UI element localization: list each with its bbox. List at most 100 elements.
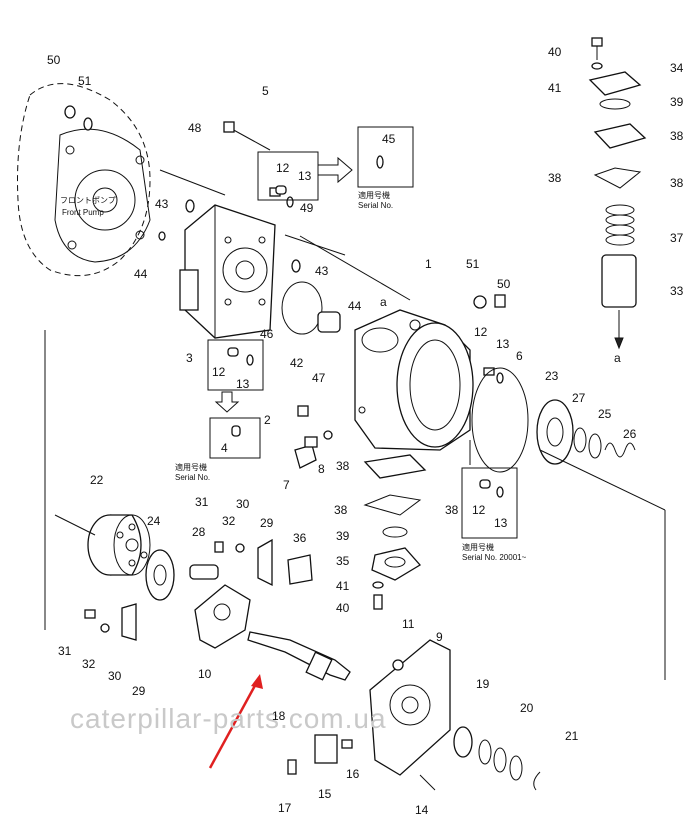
part-labels: 50 51 5 48 12 13 45 43 49 43 44 1 51 50 … xyxy=(47,45,684,817)
label-12b: 12 xyxy=(474,325,488,339)
label-38f: 38 xyxy=(670,176,684,190)
label-49: 49 xyxy=(300,201,314,215)
label-30: 30 xyxy=(236,497,250,511)
label-12d: 12 xyxy=(472,503,486,517)
label-6: 6 xyxy=(516,349,523,363)
label-2: 2 xyxy=(264,413,271,427)
right-column-parts xyxy=(588,37,647,350)
label-32: 32 xyxy=(222,514,236,528)
serial-box-45: 適用号機 Serial No. xyxy=(317,126,414,210)
label-1: 1 xyxy=(425,257,432,271)
label-18: 18 xyxy=(272,709,286,723)
label-24: 24 xyxy=(147,514,161,528)
front-pump-jp-label: フロントポンプ xyxy=(60,196,116,205)
label-38b: 38 xyxy=(334,503,348,517)
label-21: 21 xyxy=(565,729,579,743)
box-12-13-left xyxy=(207,339,264,391)
label-34: 34 xyxy=(670,61,684,75)
label-13: 13 xyxy=(298,169,312,183)
label-29b: 29 xyxy=(132,684,146,698)
label-14: 14 xyxy=(415,803,429,816)
cylinder-block-22 xyxy=(87,514,151,576)
label-15: 15 xyxy=(318,787,332,801)
watermark: caterpillar-parts.com.ua xyxy=(70,703,387,734)
label-32b: 32 xyxy=(82,657,96,671)
label-22: 22 xyxy=(90,473,104,487)
label-a2: a xyxy=(614,351,621,365)
label-16: 16 xyxy=(346,767,360,781)
shaft-18 xyxy=(247,631,351,681)
label-47: 47 xyxy=(312,371,326,385)
label-39: 39 xyxy=(336,529,350,543)
label-51b: 51 xyxy=(466,257,480,271)
label-50: 50 xyxy=(47,53,61,67)
label-35: 35 xyxy=(336,554,350,568)
label-50b: 50 xyxy=(497,277,511,291)
case-right-parts xyxy=(471,294,529,473)
serial-3: Serial No. 20001~ xyxy=(462,553,527,562)
label-12c: 12 xyxy=(212,365,226,379)
leader-lines xyxy=(44,235,666,680)
label-31: 31 xyxy=(195,495,209,509)
label-9: 9 xyxy=(436,630,443,644)
red-arrow xyxy=(208,674,263,769)
plugs-group xyxy=(294,405,333,469)
label-36: 36 xyxy=(293,531,307,545)
serial-jp-3: 適用号機 xyxy=(462,542,494,552)
label-46: 46 xyxy=(260,327,274,341)
label-27: 27 xyxy=(572,391,586,405)
serial-2: Serial No. xyxy=(175,473,210,482)
front-pump-outline: フロントポンプ Front Pump xyxy=(17,83,151,277)
main-case-1 xyxy=(354,309,474,451)
label-20: 20 xyxy=(520,701,534,715)
label-7: 7 xyxy=(283,478,290,492)
label-48: 48 xyxy=(188,121,202,135)
label-23: 23 xyxy=(545,369,559,383)
label-40: 40 xyxy=(336,601,350,615)
swash-plate-10 xyxy=(84,538,313,649)
label-13d: 13 xyxy=(494,516,508,530)
label-28: 28 xyxy=(192,525,206,539)
rear-plate-group xyxy=(536,399,636,465)
label-30b: 30 xyxy=(108,669,122,683)
label-12: 12 xyxy=(276,161,290,175)
bottom-small-parts xyxy=(287,734,436,791)
servo-group-center xyxy=(363,454,427,610)
label-17: 17 xyxy=(278,801,292,815)
label-26: 26 xyxy=(623,427,637,441)
label-38a: 38 xyxy=(336,459,350,473)
label-19: 19 xyxy=(476,677,490,691)
label-42: 42 xyxy=(290,356,304,370)
label-41b: 41 xyxy=(548,81,562,95)
serial-1: Serial No. xyxy=(358,201,393,210)
label-5: 5 xyxy=(262,84,269,98)
label-38c: 38 xyxy=(445,503,459,517)
label-38e: 38 xyxy=(548,171,562,185)
oring-bearing-group xyxy=(281,281,341,335)
label-43b: 43 xyxy=(315,264,329,278)
label-37: 37 xyxy=(670,231,684,245)
label-8: 8 xyxy=(318,462,325,476)
label-29: 29 xyxy=(260,516,274,530)
serial-jp-1: 適用号機 xyxy=(358,190,390,200)
label-45: 45 xyxy=(382,132,396,146)
serial-box-4: 適用号機 Serial No. xyxy=(175,391,261,482)
label-39b: 39 xyxy=(670,95,684,109)
serial-box-20001: 適用号機 Serial No. 20001~ xyxy=(461,467,527,562)
label-13b: 13 xyxy=(496,337,510,351)
label-38d: 38 xyxy=(670,129,684,143)
label-44: 44 xyxy=(134,267,148,281)
serial-jp-2: 適用号機 xyxy=(175,462,207,472)
label-25: 25 xyxy=(598,407,612,421)
seal-rings-group xyxy=(453,726,541,791)
label-a1: a xyxy=(380,295,387,309)
label-31b: 31 xyxy=(58,644,72,658)
label-41: 41 xyxy=(336,579,350,593)
box-12-13-top xyxy=(257,151,319,201)
label-11: 11 xyxy=(402,617,415,631)
label-33: 33 xyxy=(670,284,684,298)
label-40b: 40 xyxy=(548,45,562,59)
pump-housing-3 xyxy=(179,204,276,339)
label-51: 51 xyxy=(78,74,92,88)
